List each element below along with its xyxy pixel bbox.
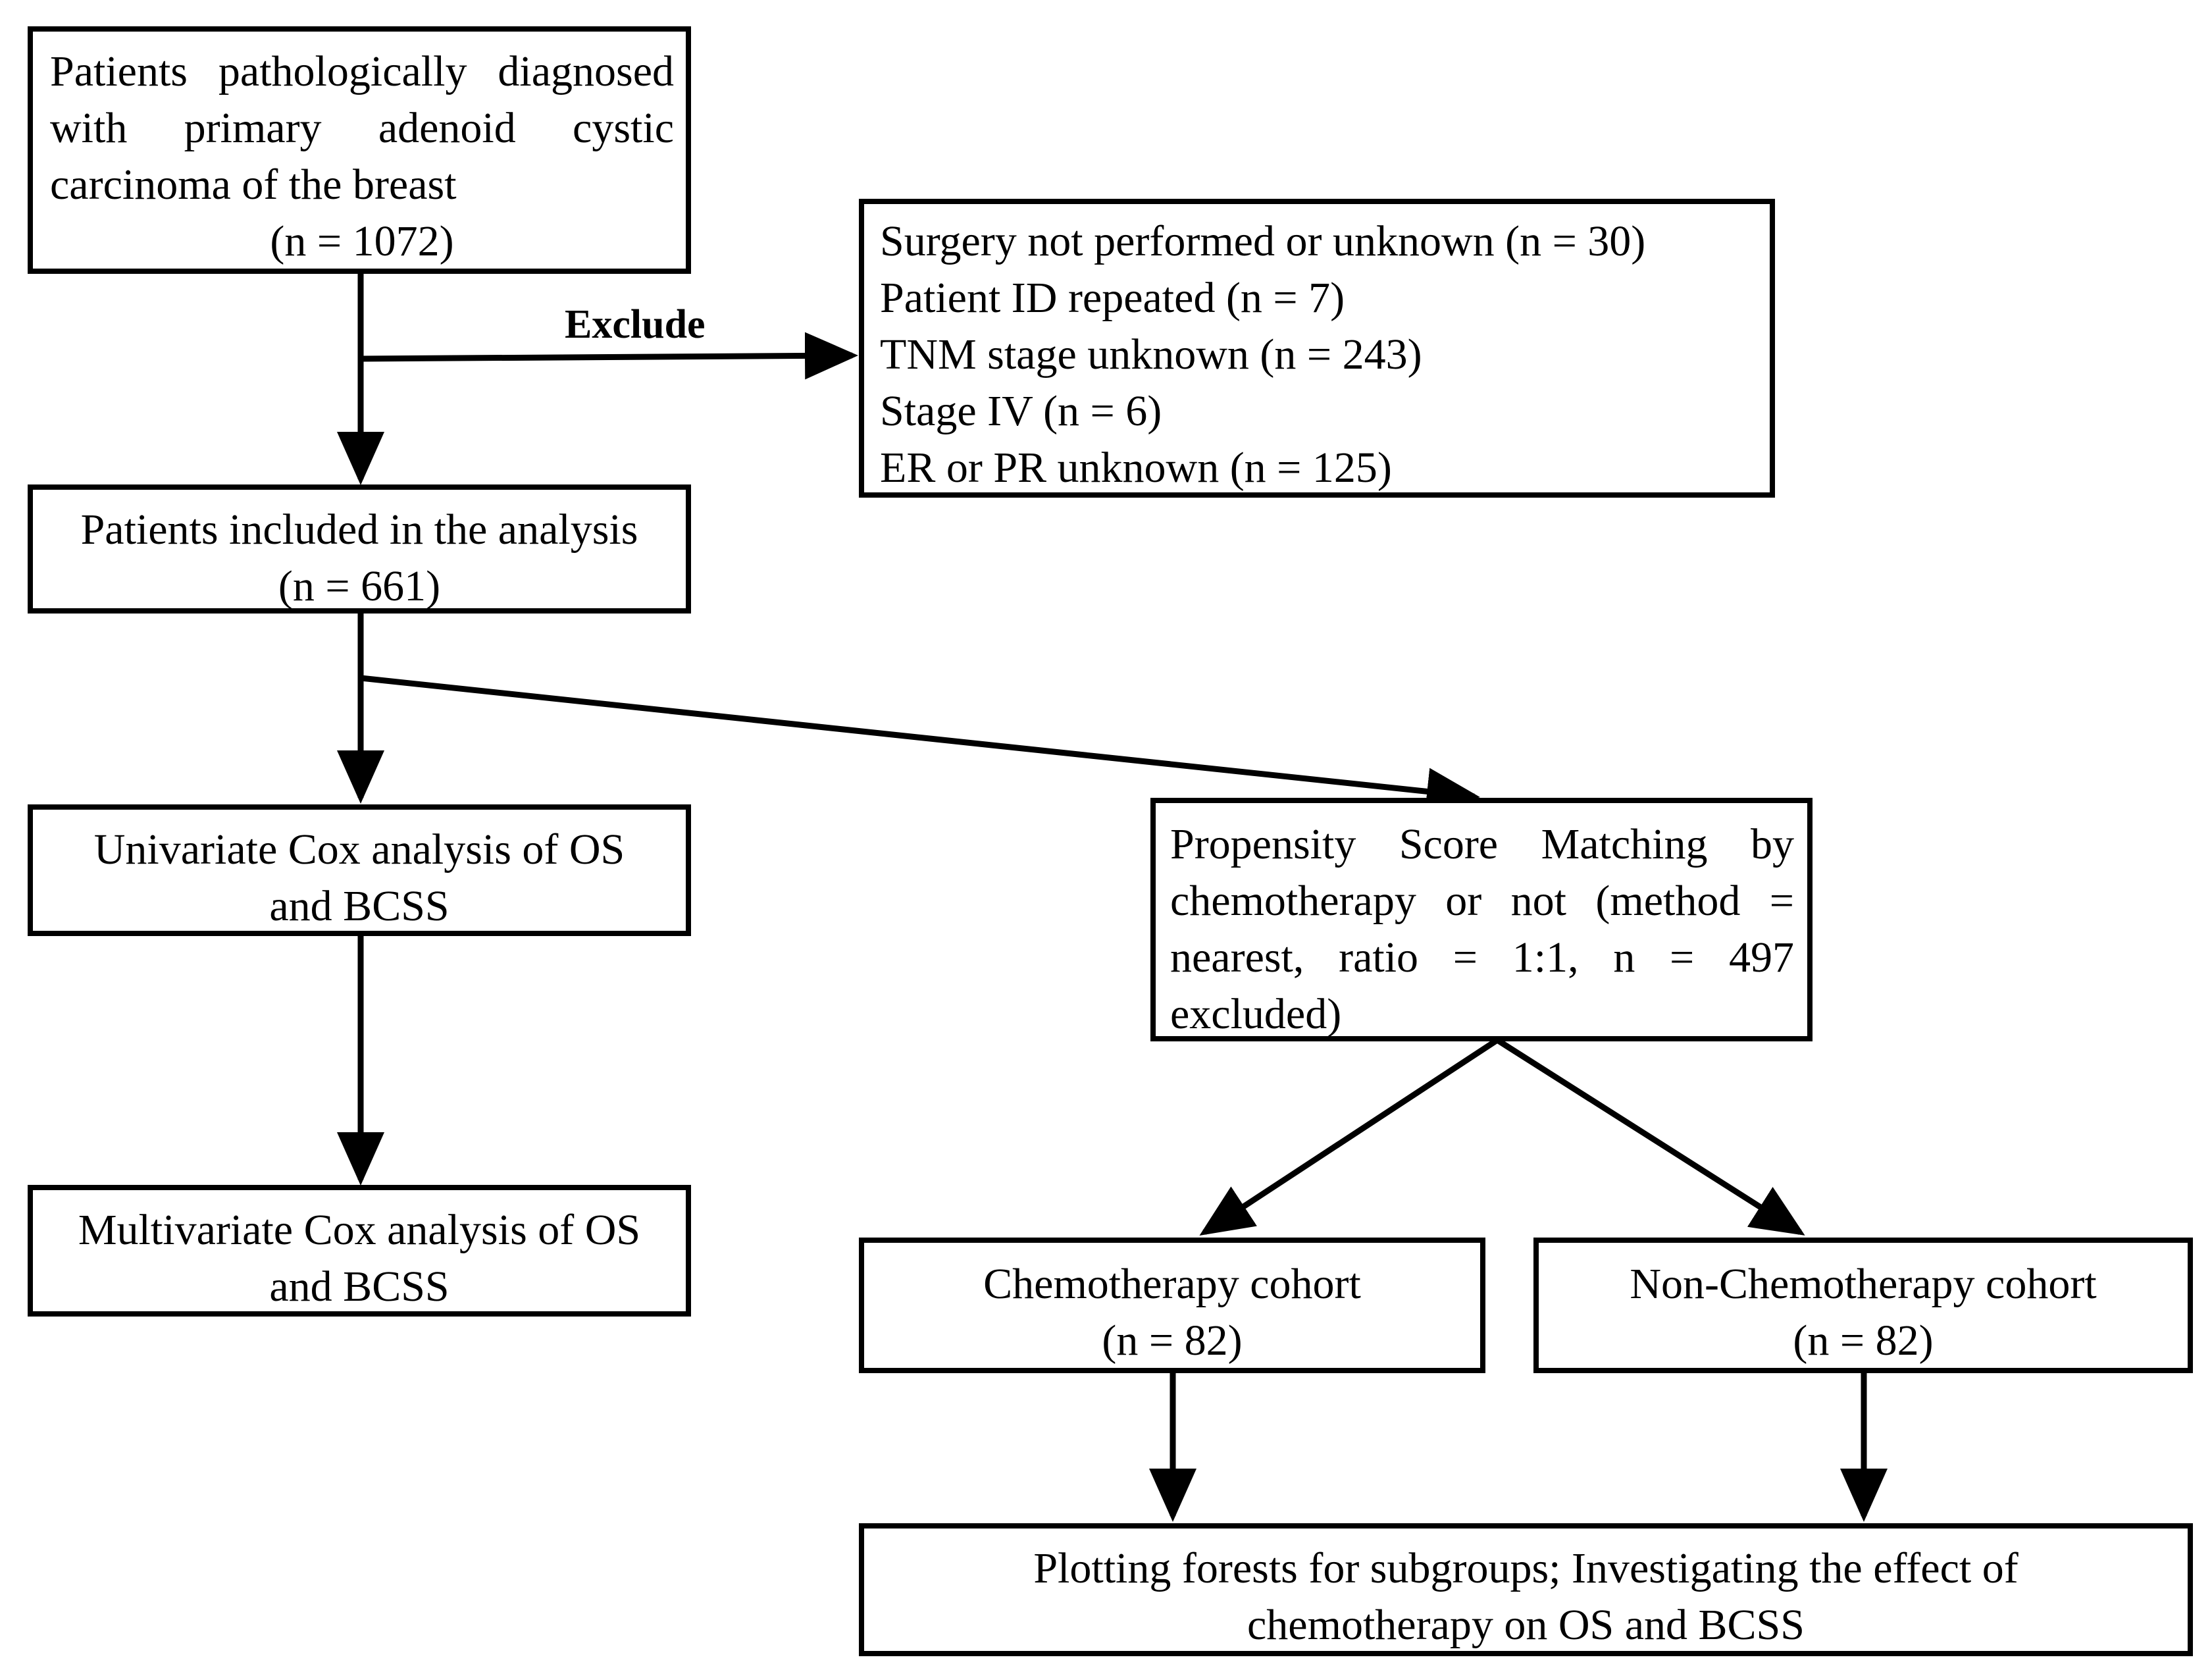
box-diagnosed-patients: Patients pathologically diagnosed with p…	[28, 26, 691, 274]
box-count: (n = 1072)	[270, 217, 454, 265]
box-line: Univariate Cox analysis of OS	[93, 825, 625, 874]
arrow-psm-to-nonchemo	[1495, 1037, 1805, 1236]
arrow-psm-to-chemo	[1199, 1037, 1499, 1236]
box-line: Patients included in the analysis	[80, 506, 638, 554]
box-line: Plotting forests for subgroups; Investig…	[1033, 1544, 2019, 1592]
box-line: Patients pathologically diagnosed	[50, 47, 674, 95]
box-line: Chemotherapy cohort	[983, 1260, 1361, 1308]
box-line: and BCSS	[269, 1263, 450, 1311]
arrow-included-to-psm	[360, 675, 1480, 816]
box-line: with primary adenoid cystic	[50, 104, 674, 152]
box-count: (n = 661)	[278, 562, 441, 610]
box-line: chemotherapy on OS and BCSS	[1247, 1601, 1805, 1649]
exclude-label: Exclude	[565, 302, 706, 347]
arrow-exclude	[360, 332, 858, 380]
box-univariate-cox: Univariate Cox analysis of OS and BCSS	[28, 804, 691, 936]
box-line: chemotherapy or not (method =	[1170, 877, 1794, 925]
box-line: Multivariate Cox analysis of OS	[78, 1206, 641, 1254]
box-line: carcinoma of the breast	[50, 161, 457, 209]
box-line: TNM stage unknown (n = 243)	[880, 330, 1422, 379]
box-line: Stage IV (n = 6)	[880, 387, 1162, 435]
box-line: and BCSS	[269, 882, 450, 930]
box-line: Surgery not performed or unknown (n = 30…	[880, 217, 1646, 265]
box-count: (n = 82)	[1793, 1317, 1934, 1365]
box-chemotherapy-cohort: Chemotherapy cohort (n = 82)	[859, 1238, 1485, 1373]
box-forest-plots: Plotting forests for subgroups; Investig…	[859, 1523, 2193, 1656]
box-exclusions: Surgery not performed or unknown (n = 30…	[859, 199, 1775, 498]
box-line: Propensity Score Matching by	[1170, 820, 1794, 868]
box-propensity-score-matching: Propensity Score Matching by chemotherap…	[1150, 798, 1813, 1041]
box-line: Patient ID repeated (n = 7)	[880, 274, 1345, 322]
box-line: nearest, ratio = 1:1, n = 497	[1170, 933, 1794, 981]
box-line: ER or PR unknown (n = 125)	[880, 444, 1392, 492]
box-included-patients: Patients included in the analysis (n = 6…	[28, 484, 691, 614]
box-line: Non-Chemotherapy cohort	[1630, 1260, 2097, 1308]
box-line: excluded)	[1170, 990, 1342, 1038]
box-multivariate-cox: Multivariate Cox analysis of OS and BCSS	[28, 1185, 691, 1317]
box-non-chemotherapy-cohort: Non-Chemotherapy cohort (n = 82)	[1533, 1238, 2193, 1373]
box-count: (n = 82)	[1102, 1317, 1243, 1365]
